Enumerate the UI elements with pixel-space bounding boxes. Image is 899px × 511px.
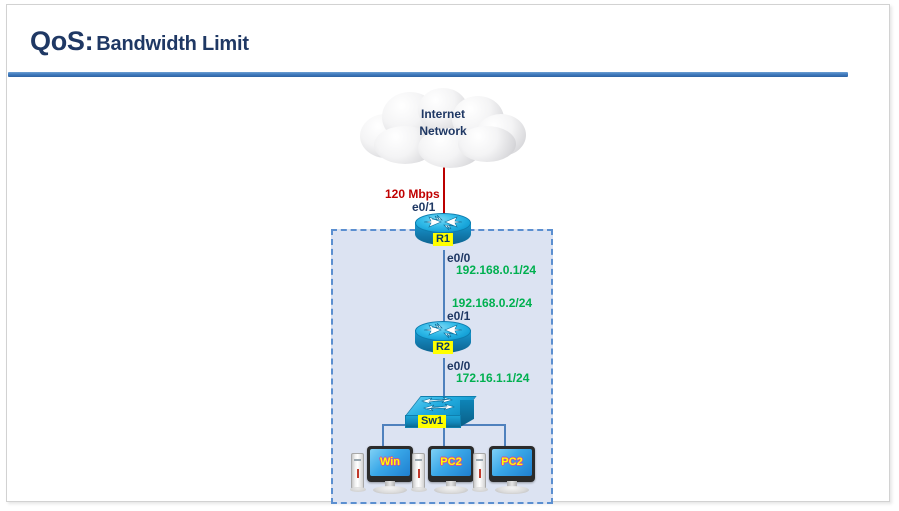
r2-wan-iface-label: e0/1	[447, 309, 471, 323]
router-r1-icon[interactable]: R1	[415, 213, 471, 251]
link-r1-to-r2	[443, 250, 445, 328]
pc3-tower-base	[472, 487, 488, 492]
pc3-stand	[495, 486, 529, 494]
r2-wan-ip-label: 192.168.0.2/24	[452, 296, 533, 310]
link-cloud-to-r1	[443, 160, 445, 218]
r1-lan-ip-label: 192.168.0.1/24	[456, 263, 537, 277]
pc1-tower-base	[350, 487, 366, 492]
pc2-neck	[446, 481, 456, 487]
bandwidth-label: 120 Mbps	[385, 187, 440, 201]
pc1-label: Win	[379, 456, 401, 468]
r1-top	[415, 213, 471, 233]
link-sw1-to-pc2	[443, 424, 445, 446]
pc1-neck	[385, 481, 395, 487]
router-r2-icon[interactable]: R2	[415, 321, 471, 359]
link-r2-to-sw1	[443, 358, 445, 404]
pc2-screen: PC2	[431, 449, 471, 476]
pc3-tower	[473, 453, 486, 489]
pc2-monitor: PC2	[428, 446, 474, 482]
cloud-label: Internet Network	[360, 106, 526, 140]
pc1-monitor: Win	[367, 446, 413, 482]
pc3-label: PC2	[501, 456, 523, 468]
pc2-label: PC2	[440, 456, 462, 468]
title-main-text: QoS:	[30, 26, 94, 56]
r2-lan-iface-label: e0/0	[447, 359, 471, 373]
pc2-tower	[412, 453, 425, 489]
r1-arrows-glyph	[423, 214, 463, 231]
pc1-stand	[373, 486, 407, 494]
title-subtitle-text: Bandwidth Limit	[96, 33, 249, 55]
pc3-monitor: PC2	[489, 446, 535, 482]
r1-label: R1	[432, 233, 454, 246]
r2-top	[415, 321, 471, 341]
pc-win-icon[interactable]: Win	[350, 444, 413, 496]
cloud-label-line2: Network	[419, 124, 467, 138]
pc3-screen: PC2	[492, 449, 532, 476]
title-divider-rule	[8, 72, 848, 77]
pc3-neck	[507, 481, 517, 487]
pc-pc2-a-icon[interactable]: PC2	[411, 444, 474, 496]
link-sw1-to-pc1	[382, 424, 384, 446]
r1-lan-iface-label: e0/0	[447, 251, 471, 265]
pc1-screen: Win	[370, 449, 410, 476]
r2-arrows-glyph	[423, 322, 463, 339]
sw1-side-face	[460, 400, 474, 427]
pc1-tower	[351, 453, 364, 489]
switch-sw1-icon[interactable]: Sw1	[405, 396, 477, 430]
sw1-arrows-glyph	[419, 396, 461, 414]
link-sw1-to-pc3	[504, 424, 506, 446]
r1-wan-iface-label: e0/1	[412, 200, 436, 214]
r2-lan-ip-label: 172.16.1.1/24	[456, 371, 530, 385]
page-title: QoS:Bandwidth Limit	[30, 26, 249, 57]
pc2-stand	[434, 486, 468, 494]
pc2-tower-base	[411, 487, 427, 492]
cloud-label-line1: Internet	[420, 107, 465, 121]
internet-cloud-icon: Internet Network	[360, 88, 526, 168]
r2-label: R2	[432, 341, 454, 354]
sw1-label: Sw1	[418, 415, 447, 428]
pc-pc2-b-icon[interactable]: PC2	[472, 444, 535, 496]
